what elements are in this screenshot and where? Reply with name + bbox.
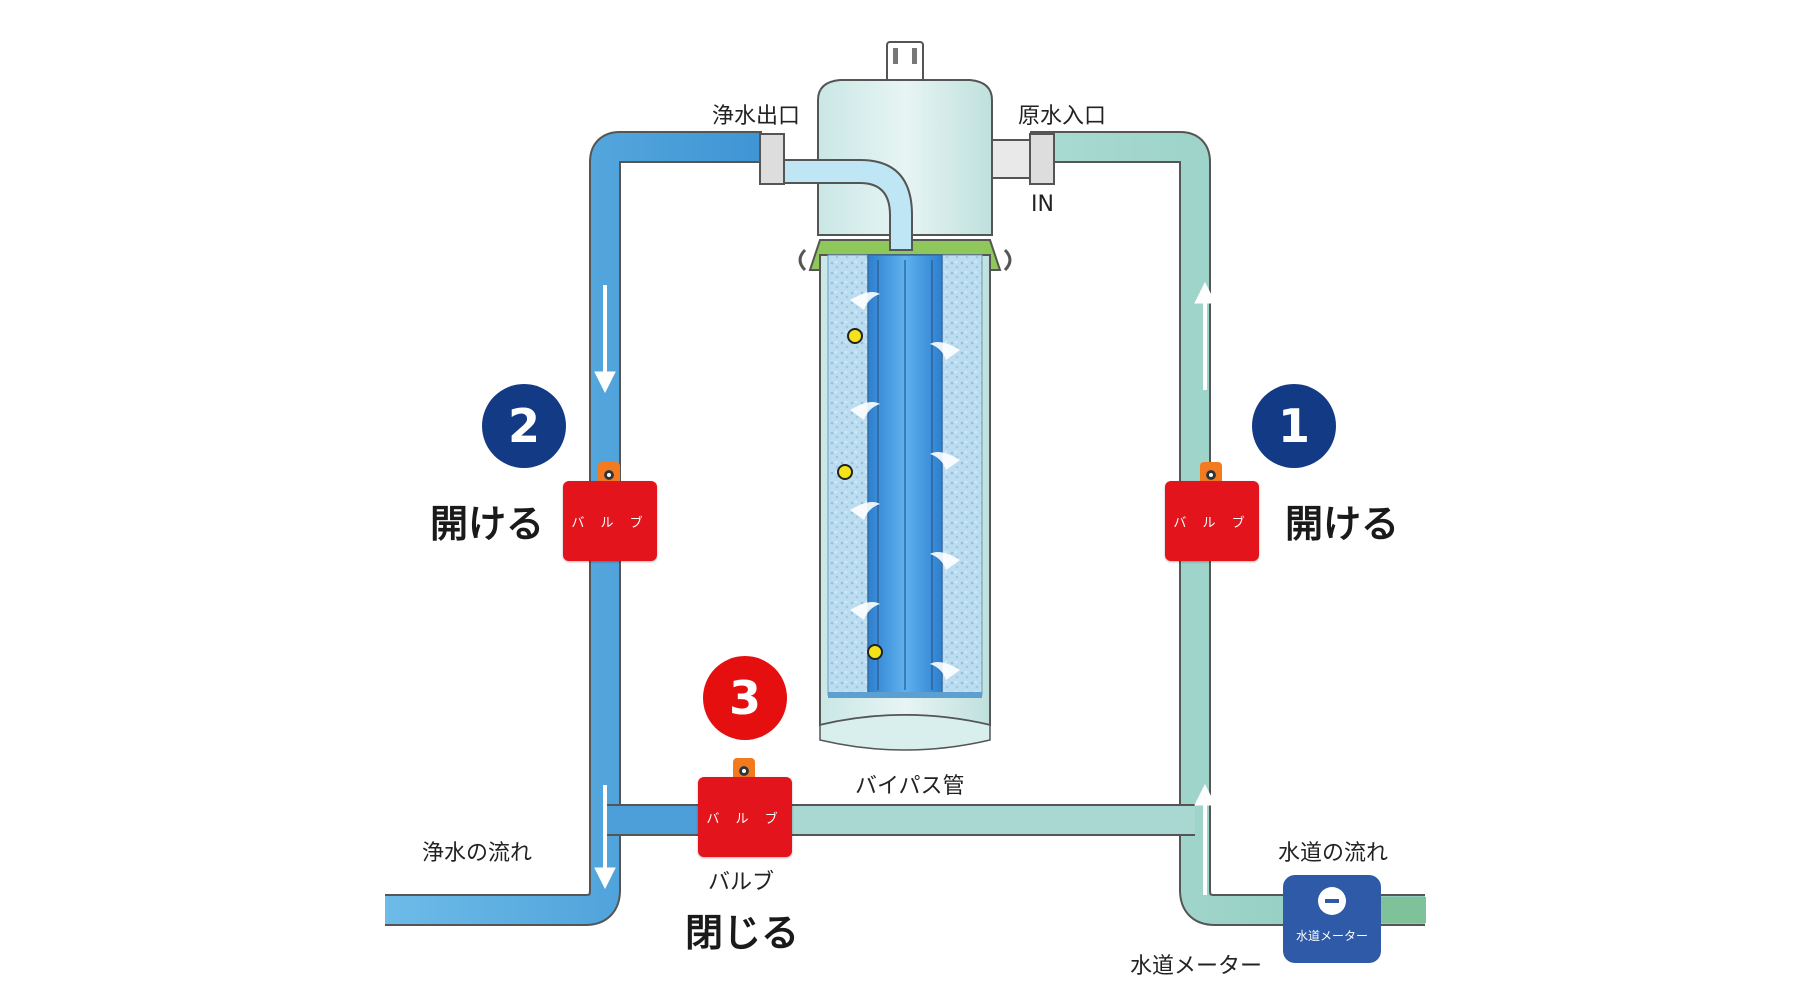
step-3-action: 閉じる: [685, 911, 800, 955]
tap-flow-label: 水道の流れ: [1278, 841, 1389, 866]
step-3-badge: 3: [703, 656, 787, 740]
clean-flow-label: 浄水の流れ: [422, 841, 533, 866]
step-1-badge: 1: [1252, 384, 1336, 468]
outlet-label: 浄水出口: [712, 104, 801, 129]
step-1-action: 開ける: [1285, 502, 1400, 546]
in-label: IN: [1031, 192, 1054, 217]
valve-2[interactable]: バ ル ブ: [563, 481, 657, 561]
meter-dial-icon: [1318, 887, 1346, 915]
filter-housing: [759, 41, 1055, 751]
step-2-badge: 2: [482, 384, 566, 468]
meter-label: 水道メーター: [1295, 929, 1368, 943]
valve-1[interactable]: バ ル ブ: [1165, 481, 1259, 561]
water-meter: 水道メーター: [1283, 875, 1381, 963]
flow-arrows: [594, 281, 1216, 895]
step-2-action: 開ける: [430, 502, 545, 546]
valve-3[interactable]: バ ル ブ: [698, 777, 792, 857]
bypass-label: バイパス管: [855, 774, 965, 799]
meter-caption: 水道メーター: [1130, 954, 1263, 979]
inlet-label: 原水入口: [1018, 104, 1107, 129]
valve-caption: バルブ: [708, 870, 775, 895]
